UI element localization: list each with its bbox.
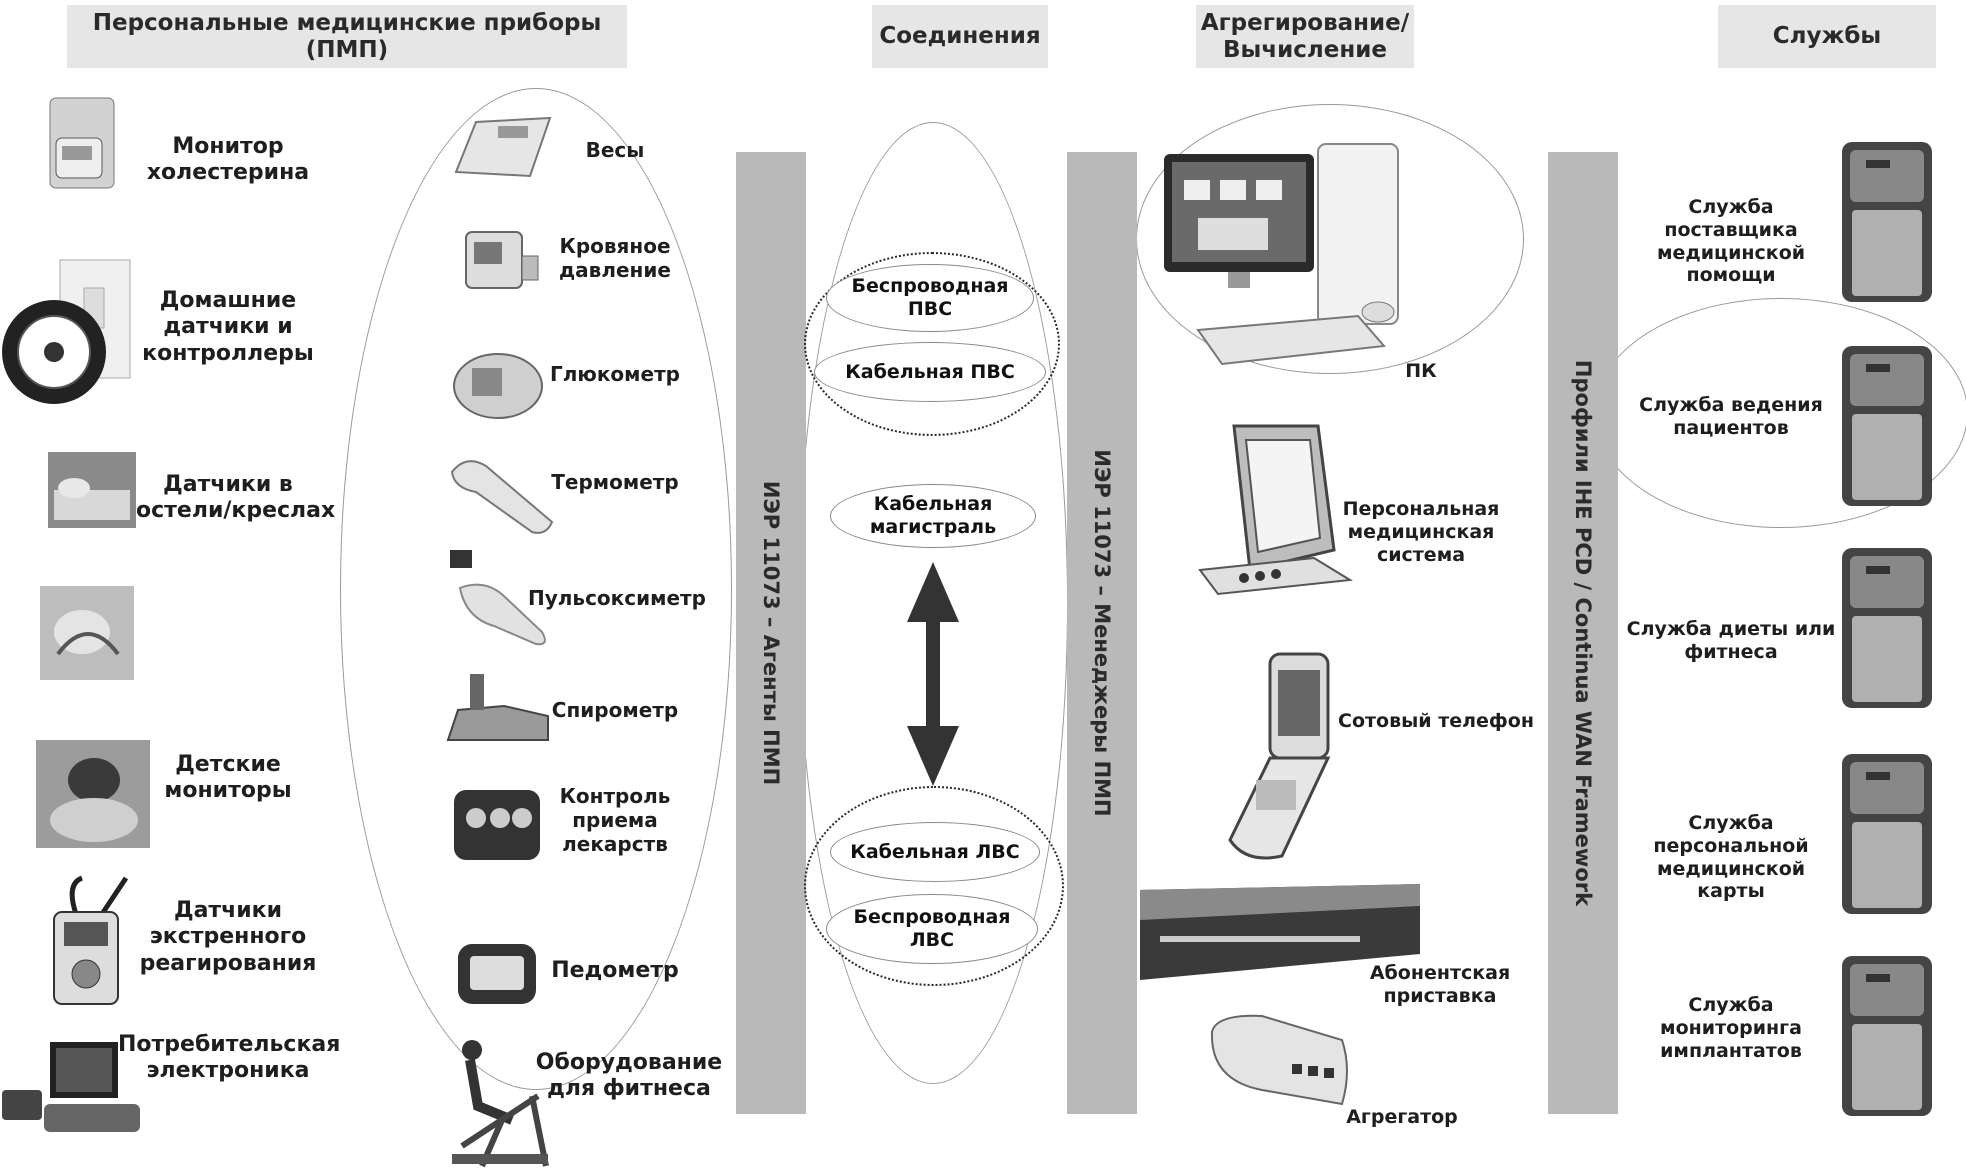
double-arrow-icon	[907, 562, 959, 786]
glucometer-icon	[453, 353, 543, 419]
service-provider-label: Служба поставщика медицинской помощи	[1656, 196, 1806, 287]
emergency-sensor-icon	[53, 875, 129, 1005]
devices-group-ellipse	[340, 88, 732, 1090]
thermometer-label: Термометр	[551, 470, 679, 494]
cell-phone-label: Сотовый телефон	[1338, 710, 1534, 732]
patient-sensor-icon	[40, 586, 134, 680]
server-icon	[1842, 754, 1932, 914]
pc-icon	[1164, 143, 1399, 366]
cell-phone-icon	[1228, 652, 1331, 860]
header-aggregation: Агрегирование/ Вычисление	[1196, 5, 1414, 68]
spirometer-label: Спирометр	[551, 698, 679, 722]
pedometer-icon	[458, 944, 536, 1004]
blood-pressure-label: Кровяное давление	[559, 234, 671, 282]
scales-label: Весы	[585, 138, 645, 162]
medication-control-label: Контроль приема лекарств	[559, 784, 671, 856]
backbone-node: Кабельная магистраль	[830, 484, 1036, 548]
profiles-bar	[1548, 152, 1618, 1114]
home-sensors-label: Домашние датчики и контроллеры	[142, 288, 314, 366]
personal-health-system-icon	[1198, 424, 1354, 596]
wired-pan-node: Кабельная ПВС	[814, 342, 1046, 402]
spirometer-icon	[446, 674, 549, 741]
lan-dotted-group	[804, 786, 1064, 986]
phs-label: Персональная медицинская система	[1342, 498, 1500, 566]
personal-health-record-label: Служба персональной медицинской карты	[1653, 812, 1809, 903]
wireless-lan-node: Беспроводная ЛВС	[826, 894, 1038, 964]
server-icon	[1842, 956, 1932, 1116]
server-icon	[1842, 346, 1932, 506]
pulse-oximeter-icon	[450, 550, 546, 646]
agents-bar	[736, 152, 806, 1114]
set-top-box-icon	[1140, 884, 1420, 980]
blood-pressure-icon	[465, 231, 539, 289]
implant-monitoring-label: Служба мониторинга имплантатов	[1660, 994, 1802, 1062]
profiles-bar-label: Профили IHE PCD / Continua WAN Framework	[1571, 359, 1595, 907]
consumer-electronics-icon	[2, 1042, 140, 1132]
server-icon	[1842, 548, 1932, 708]
patient-management-label: Служба ведения пациентов	[1639, 394, 1823, 439]
bed-sensor-icon	[48, 452, 136, 528]
emergency-sensors-label: Датчики экстренного реагирования	[139, 898, 317, 976]
wireless-pan-node: Беспроводная ПВС	[826, 264, 1034, 332]
baby-monitor-icon	[36, 740, 150, 848]
wired-lan-node: Кабельная ЛВС	[830, 822, 1040, 882]
glucometer-label: Глюкометр	[550, 362, 680, 386]
pc-label: ПК	[1405, 360, 1437, 382]
scales-icon	[454, 116, 552, 178]
pan-dotted-group	[804, 252, 1060, 436]
diet-fitness-label: Служба диеты или фитнеса	[1626, 618, 1836, 663]
header-services: Службы	[1718, 5, 1936, 68]
cholesterol-monitor-label: Монитор холестерина	[146, 134, 310, 186]
set-top-box-label: Абонентская приставка	[1369, 962, 1511, 1007]
header-connections: Соединения	[872, 5, 1048, 68]
medication-control-icon	[454, 790, 540, 860]
fitness-equipment-label: Оборудование для фитнеса	[535, 1050, 723, 1102]
cholesterol-monitor-icon	[49, 97, 115, 189]
agents-bar-label: ИЭР 11073 – Агенты ПМП	[759, 480, 783, 786]
managers-bar	[1067, 152, 1137, 1114]
pulse-oximeter-label: Пульсоксиметр	[528, 586, 706, 610]
header-devices: Персональные медицинские приборы (ПМП)	[67, 5, 627, 68]
thermometer-icon	[450, 460, 554, 534]
bed-chair-sensors-label: Датчики в постели/креслах	[120, 472, 336, 524]
server-icon	[1842, 142, 1932, 302]
home-sensors-icon	[2, 259, 131, 404]
aggregator-icon	[1210, 1014, 1348, 1106]
fitness-equipment-icon	[452, 1040, 549, 1168]
consumer-electronics-label: Потребительская электроника	[118, 1032, 341, 1084]
managers-bar-label: ИЭР 11073 – Менеджеры ПМП	[1090, 449, 1114, 817]
aggregator-label: Агрегатор	[1346, 1106, 1458, 1128]
pedometer-label: Педометр	[551, 958, 679, 983]
baby-monitors-label: Детские мониторы	[164, 752, 292, 804]
